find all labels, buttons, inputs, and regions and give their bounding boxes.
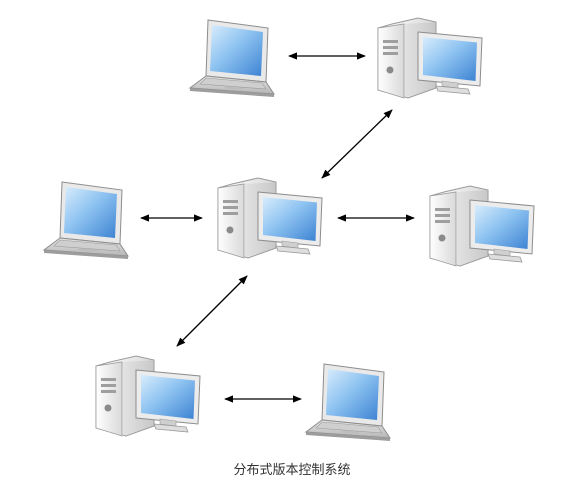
desktop-right-icon <box>429 185 535 267</box>
laptop-bottom-icon <box>305 363 391 442</box>
diagram-caption: 分布式版本控制系统 <box>233 463 351 478</box>
desktop-top-icon <box>377 17 483 99</box>
arrow-desktop-top-desktop-center <box>321 109 393 179</box>
desktop-bottom-icon <box>95 355 201 437</box>
laptop-top-icon <box>189 19 275 98</box>
laptop-left-icon <box>43 181 129 260</box>
desktop-center-icon <box>217 177 323 259</box>
arrow-desktop-center-desktop-bottom <box>176 275 248 347</box>
